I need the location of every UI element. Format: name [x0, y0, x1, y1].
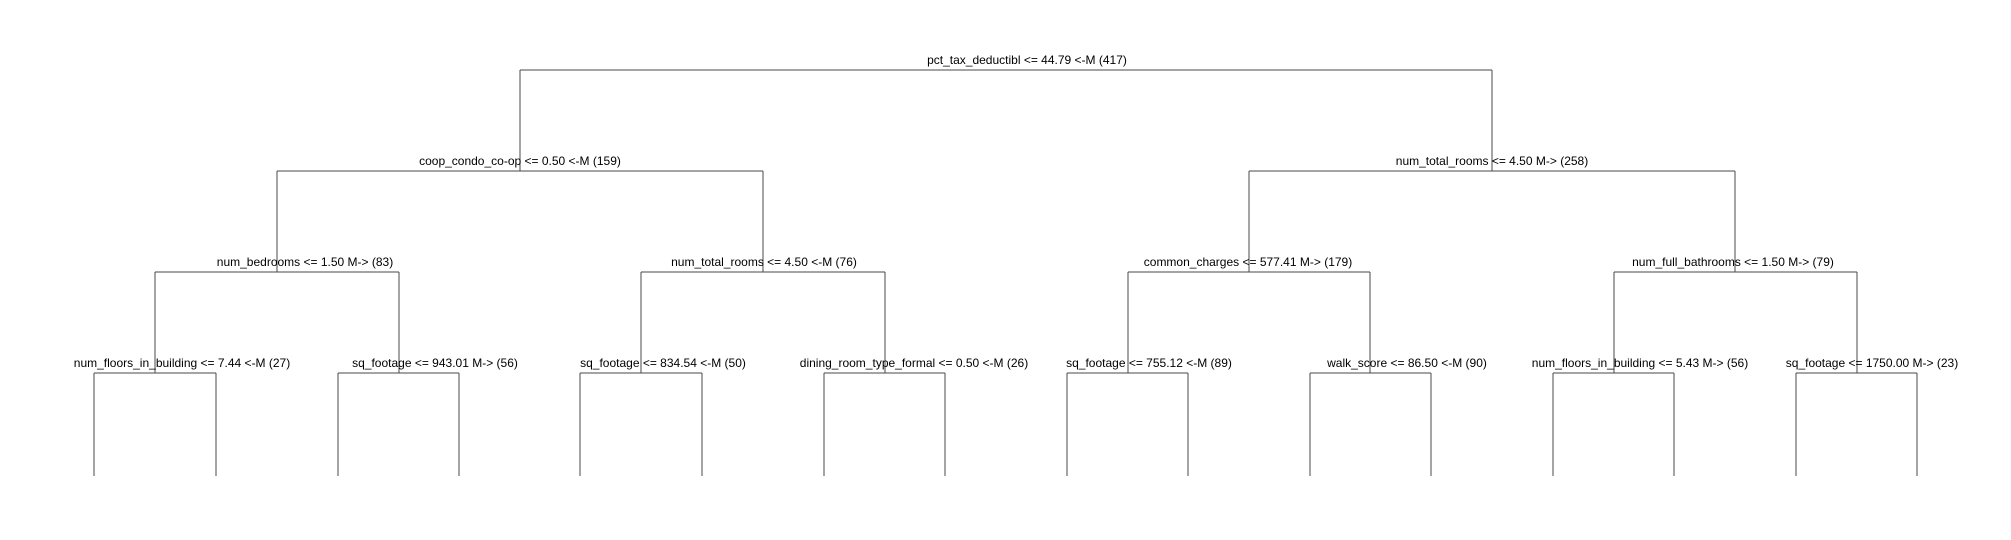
split-label-n9: sq_footage <= 834.54 <-M (50) [580, 356, 746, 370]
split-label-n10: dining_room_type_formal <= 0.50 <-M (26) [800, 356, 1028, 370]
split-label-n5: common_charges <= 577.41 M-> (179) [1144, 255, 1352, 269]
tree-edges [93, 69, 1918, 476]
split-label-n1: coop_condo_co-op <= 0.50 <-M (159) [419, 154, 621, 168]
split-label-n3: num_bedrooms <= 1.50 M-> (83) [217, 255, 393, 269]
split-label-n7: num_floors_in_building <= 7.44 <-M (27) [74, 356, 290, 370]
split-label-n4: num_total_rooms <= 4.50 <-M (76) [671, 255, 857, 269]
split-label-n11: sq_footage <= 755.12 <-M (89) [1066, 356, 1232, 370]
split-label-n13: num_floors_in_building <= 5.43 M-> (56) [1532, 356, 1748, 370]
split-label-n8: sq_footage <= 943.01 M-> (56) [352, 356, 518, 370]
split-label-n2: num_total_rooms <= 4.50 M-> (258) [1396, 154, 1588, 168]
split-label-n12: walk_score <= 86.50 <-M (90) [1326, 356, 1487, 370]
split-label-n0: pct_tax_deductibl <= 44.79 <-M (417) [927, 53, 1127, 67]
tree-labels: pct_tax_deductibl <= 44.79 <-M (417) coop… [74, 53, 1958, 370]
split-label-n6: num_full_bathrooms <= 1.50 M-> (79) [1632, 255, 1834, 269]
split-label-n14: sq_footage <= 1750.00 M-> (23) [1786, 356, 1958, 370]
